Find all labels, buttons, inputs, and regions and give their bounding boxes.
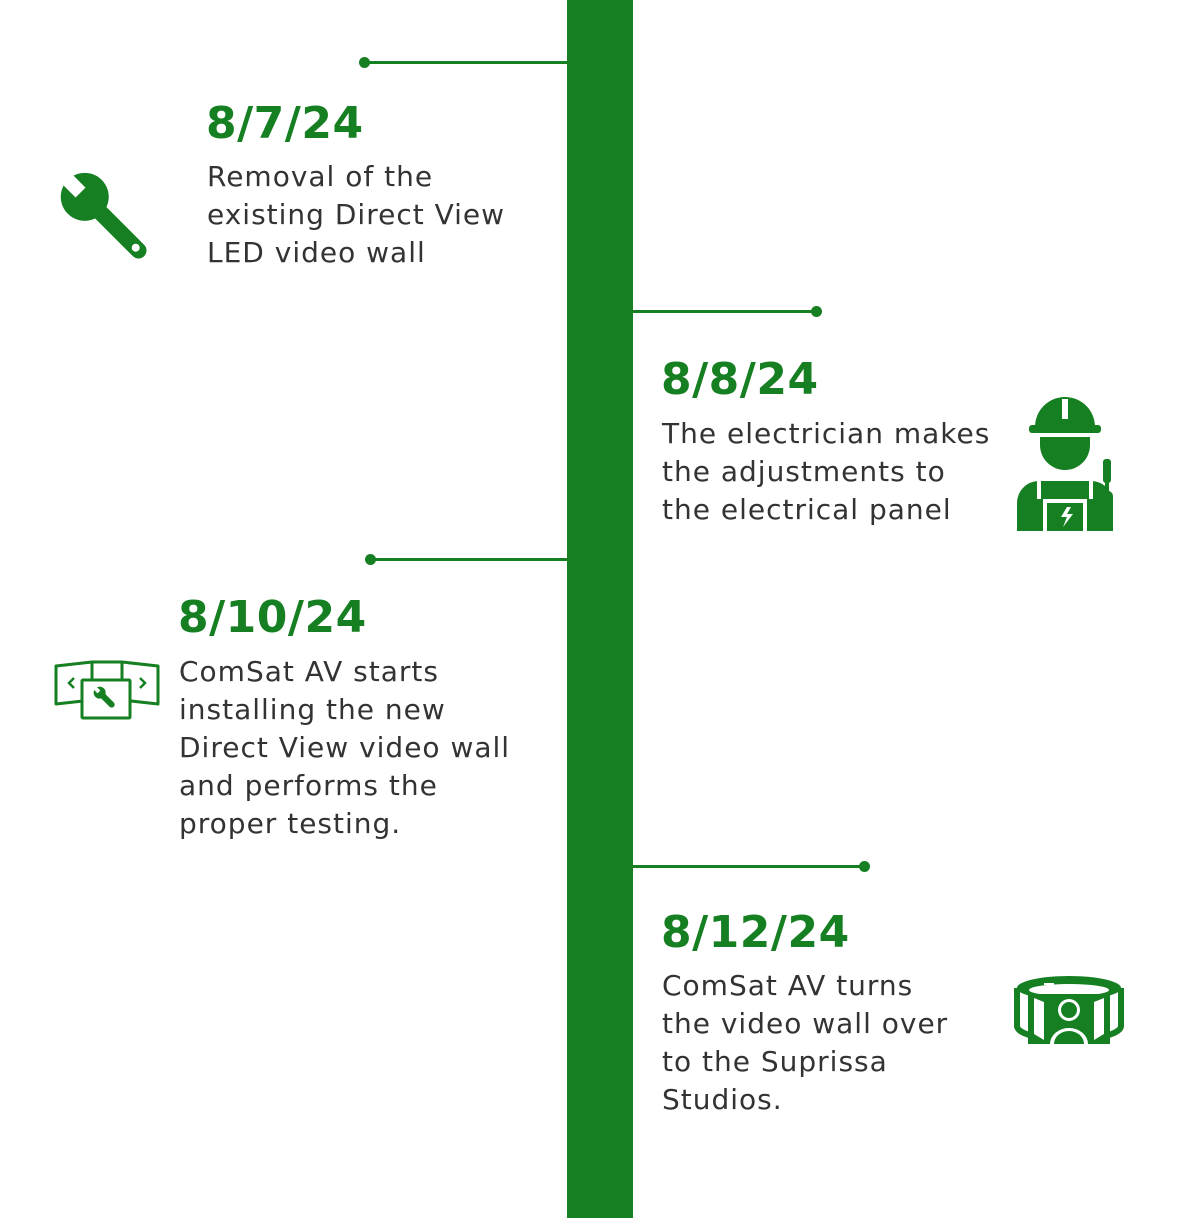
event-description: ComSat AV starts installing the new Dire…: [179, 653, 510, 843]
description-line: LED video wall: [207, 236, 426, 269]
event-date: 8/8/24: [661, 354, 819, 405]
connector-event-1: [359, 57, 567, 68]
connector-dot: [859, 861, 870, 872]
event-description: The electrician makes the adjustments to…: [662, 415, 990, 529]
description-line: the adjustments to: [662, 455, 946, 488]
event-description: ComSat AV turns the video wall over to t…: [662, 967, 948, 1119]
description-line: the video wall over: [662, 1007, 949, 1040]
wrench-icon: [50, 162, 162, 274]
description-line: The electrician makes: [662, 417, 991, 450]
timeline-spine: [567, 0, 633, 1218]
event-date: 8/12/24: [661, 907, 850, 958]
description-line: installing the new: [179, 693, 446, 726]
description-line: Direct View video wall: [179, 731, 511, 764]
connector-event-2: [633, 306, 822, 317]
event-date: 8/10/24: [178, 592, 367, 643]
studio-presenter-icon: [1014, 972, 1124, 1052]
electrician-icon: [1013, 393, 1127, 533]
connector-dot: [811, 306, 822, 317]
description-line: Studios.: [662, 1083, 783, 1116]
event-date: 8/7/24: [206, 98, 364, 149]
description-line: ComSat AV starts: [179, 655, 439, 688]
description-line: Removal of the: [207, 160, 434, 193]
description-line: and performs the: [179, 769, 438, 802]
video-wall-install-icon: [52, 656, 162, 722]
description-line: proper testing.: [179, 807, 402, 840]
connector-dot: [365, 554, 376, 565]
description-line: to the Suprissa: [662, 1045, 888, 1078]
description-line: ComSat AV turns: [662, 969, 914, 1002]
event-description: Removal of the existing Direct View LED …: [207, 158, 505, 272]
description-line: the electrical panel: [662, 493, 952, 526]
description-line: existing Direct View: [207, 198, 506, 231]
connector-event-3: [365, 554, 567, 565]
connector-dot: [359, 57, 370, 68]
connector-event-4: [633, 861, 870, 872]
